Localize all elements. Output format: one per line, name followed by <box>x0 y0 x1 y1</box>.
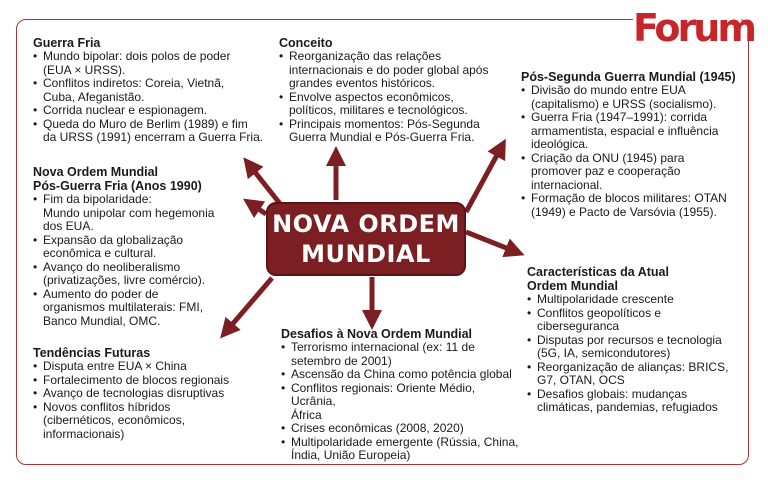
diagram-frame <box>16 19 749 465</box>
section-title: Características da Atual Ordem Mundial <box>527 265 669 293</box>
bullet-item: Formação de blocos militares: OTAN (1949… <box>521 191 746 219</box>
bullet-item: Envolve aspectos econômicos, políticos, … <box>279 90 499 118</box>
section-guerra-fria: Guerra Fria Mundo bipolar: dois polos de… <box>33 36 283 145</box>
bullet-item: Expansão da globalização econômica e cul… <box>33 233 248 261</box>
bullet-item: Novos conflitos híbridos (cibernéticos, … <box>33 400 263 442</box>
bullet-item: Disputas por recursos e tecnologia (5G, … <box>527 333 747 361</box>
bullet-item: Conflitos regionais: Oriente Médio, Ucrâ… <box>281 381 521 423</box>
section-pos-segunda-guerra: Pós-Segunda Guerra Mundial (1945) Divisã… <box>521 70 746 219</box>
arrow-to-nova-ordem <box>243 198 268 219</box>
bullet-item: Guerra Fria (1947–1991): corrida armamen… <box>521 110 746 152</box>
section-nova-ordem-pos-guerra-fria: Nova Ordem Mundial Pós-Guerra Fria (Anos… <box>33 165 248 328</box>
bullet-item: Ascensão da China como potência global <box>281 367 521 382</box>
central-topic-title: NOVA ORDEM MUNDIAL <box>272 210 460 268</box>
central-topic-box: NOVA ORDEM MUNDIAL <box>266 202 466 276</box>
bullet-item: Queda do Muro de Berlim (1989) e fim da … <box>33 117 283 145</box>
arrow-to-pos-segunda <box>463 138 506 214</box>
bullet-item: Avanço de tecnologias disruptivas <box>33 386 263 401</box>
bullet-item: Fim da bipolaridade: Mundo unipolar com … <box>33 192 248 234</box>
bullet-item: Multipolaridade crescente <box>527 292 747 307</box>
section-caracteristicas: Características da Atual Ordem Mundial M… <box>527 265 747 415</box>
bullet-item: Principais momentos: Pós-Segunda Guerra … <box>279 117 499 145</box>
bullet-item: Avanço do neoliberalismo (privatizações,… <box>33 260 248 288</box>
bullet-item: Desafios globais: mudanças climáticas, p… <box>527 387 747 415</box>
arrow-to-caracteristicas <box>465 229 525 258</box>
section-title: Nova Ordem Mundial Pós-Guerra Fria (Anos… <box>33 165 202 193</box>
bullet-item: Conflitos indiretos: Coreia, Vietnã, Cub… <box>33 76 283 104</box>
bullet-item: Crises econômicas (2008, 2020) <box>281 421 521 436</box>
bullet-item: Divisão do mundo entre EUA (capitalismo)… <box>521 83 746 111</box>
bullet-item: Corrida nuclear e espionagem. <box>33 103 283 118</box>
section-title: Pós-Segunda Guerra Mundial (1945) <box>521 70 736 84</box>
bullet-item: Criação da ONU (1945) para promover paz … <box>521 151 746 193</box>
section-title: Tendências Futuras <box>33 346 151 360</box>
section-conceito: Conceito Reorganização das relações inte… <box>279 36 499 145</box>
section-title: Conceito <box>279 36 333 50</box>
bullet-item: Conflitos geopolíticos e ciberseguranca <box>527 306 747 334</box>
bullet-item: Reorganização de alianças: BRICS, G7, OT… <box>527 360 747 388</box>
section-title: Desafios à Nova Ordem Mundial <box>281 327 473 341</box>
section-title: Guerra Fria <box>33 36 101 50</box>
bullet-item: Mundo bipolar: dois polos de poder (EUA … <box>33 49 283 77</box>
bullet-item: Terrorismo internacional (ex: 11 de sete… <box>281 340 521 368</box>
bullet-item: Aumento do poder de organismos multilate… <box>33 287 248 329</box>
bullet-item: Disputa entre EUA × China <box>33 359 263 374</box>
section-desafios: Desafios à Nova Ordem Mundial Terrorismo… <box>281 327 521 463</box>
forum-logo: Forum <box>633 6 757 50</box>
bullet-item: Multipolaridade emergente (Rússia, China… <box>281 435 521 463</box>
section-tendencias-futuras: Tendências Futuras Disputa entre EUA × C… <box>33 346 263 441</box>
bullet-item: Reorganização das relações internacionai… <box>279 49 499 91</box>
bullet-item: Fortalecimento de blocos regionais <box>33 373 263 388</box>
